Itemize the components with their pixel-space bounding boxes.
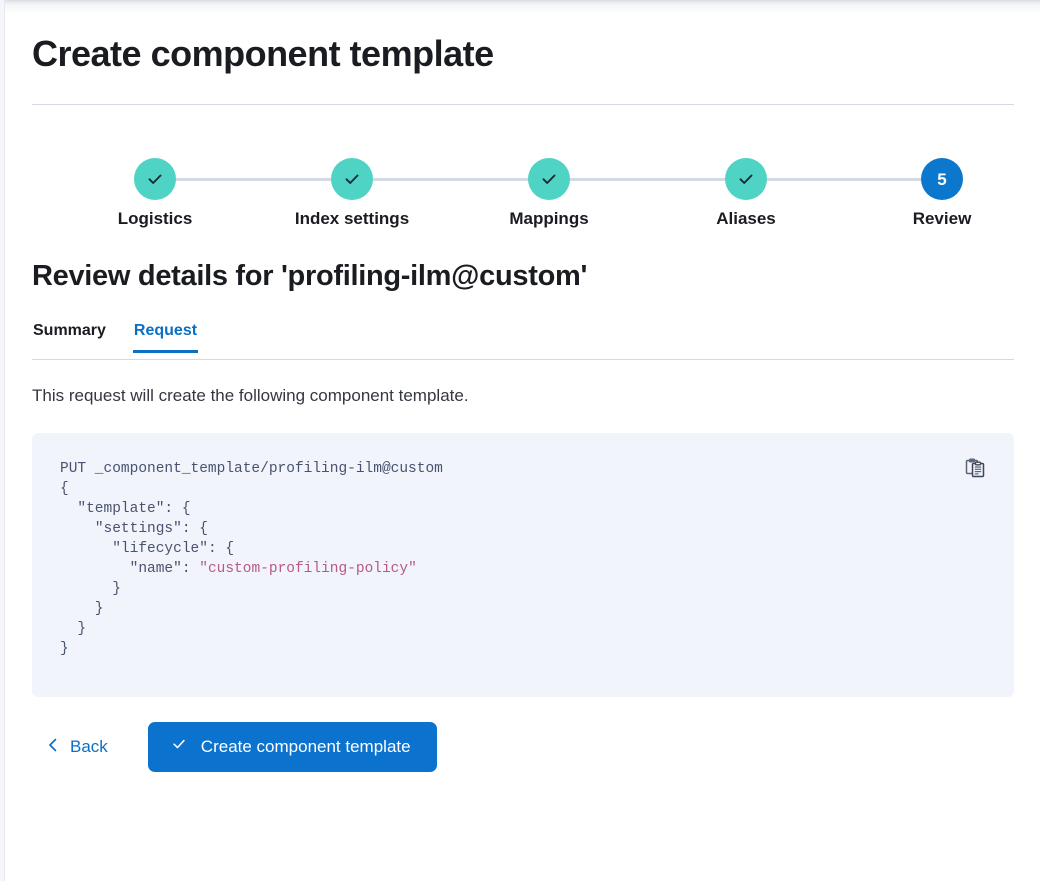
check-icon [144,168,166,190]
step-review[interactable]: 5 Review [852,158,1032,229]
copy-clipboard-icon[interactable] [962,455,988,481]
wizard-footer: Back Create component template [32,722,1014,772]
step-aliases[interactable]: Aliases [656,158,836,229]
page-title: Create component template [32,33,494,74]
step-aliases-label: Aliases [716,209,776,228]
step-index-settings-label: Index settings [294,209,410,228]
check-icon [341,168,363,190]
request-method-line: PUT _component_template/profiling-ilm@cu… [60,461,443,477]
lifecycle-name-value: "custom-profiling-policy" [199,561,417,577]
step-index-settings-bullet [331,158,373,200]
header-divider [32,104,1014,105]
tab-request[interactable]: Request [132,322,199,353]
check-icon [170,735,188,758]
step-review-bullet: 5 [921,158,963,200]
request-body-text: { "template": { "settings": { "lifecycle… [60,481,417,657]
request-code-text: PUT _component_template/profiling-ilm@cu… [32,459,1014,659]
wizard-stepper: Logistics Index settings [32,158,1014,240]
stepper-connector-2 [351,178,548,181]
check-icon [538,168,560,190]
stepper-connector-3 [548,178,745,181]
check-icon [735,168,757,190]
create-component-template-label: Create component template [200,736,411,756]
step-mappings-label: Mappings [509,209,589,228]
step-aliases-bullet [725,158,767,200]
tab-summary[interactable]: Summary [32,322,107,352]
stepper-connector-1 [155,178,351,181]
step-logistics-label: Logistics [117,209,193,228]
page-container: Create component template Logistics [6,0,1040,881]
window-left-edge [0,0,5,881]
back-button-label: Back [70,737,108,756]
step-mappings-bullet [528,158,570,200]
review-tabs: Summary Request [32,322,1014,360]
step-logistics[interactable]: Logistics [65,158,245,229]
create-component-template-button[interactable]: Create component template [147,722,437,772]
request-description: This request will create the following c… [32,386,469,405]
step-mappings[interactable]: Mappings [459,158,639,229]
back-button[interactable]: Back [32,737,124,758]
step-index-settings[interactable]: Index settings [262,158,442,229]
review-heading: Review details for 'profiling-ilm@custom… [32,260,588,292]
step-logistics-bullet [134,158,176,200]
step-review-number: 5 [937,169,947,189]
request-code-block: PUT _component_template/profiling-ilm@cu… [32,433,1014,697]
chevron-left-icon [46,737,60,758]
step-review-label: Review [912,209,972,228]
stepper-connector-4 [745,178,941,181]
